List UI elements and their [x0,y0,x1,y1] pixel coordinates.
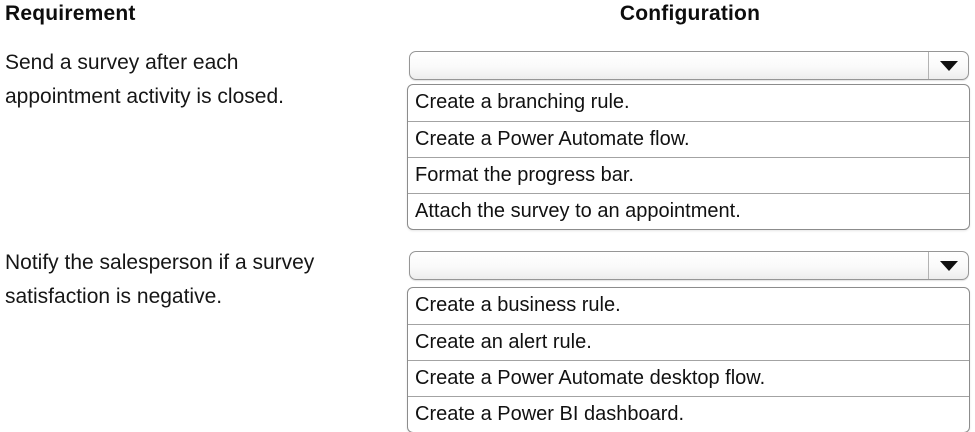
dropdown-2-option-power-automate-desktop-flow[interactable]: Create a Power Automate desktop flow. [408,360,969,396]
dropdown-2-option-alert-rule[interactable]: Create an alert rule. [408,324,969,360]
dropdown-2[interactable] [409,251,969,280]
dropdown-1[interactable] [409,51,969,80]
dropdown-2-arrow-button[interactable] [928,252,968,279]
dropdown-1-option-format-progress-bar[interactable]: Format the progress bar. [408,157,969,193]
requirement-text-notify-salesperson: Notify the salesperson if a survey satis… [5,251,315,308]
dropdown-2-options-list: Create a business rule. Create an alert … [407,287,970,432]
dropdown-1-option-branching-rule[interactable]: Create a branching rule. [415,91,630,113]
dropdown-1-selected-value [418,52,924,79]
dropdown-2-option-business-rule[interactable]: Create a business rule. [415,294,621,316]
requirement-text-survey-after-appointment: Send a survey after each appointment act… [5,51,284,108]
dropdown-1-options-list: Create a branching rule. Create a Power … [407,84,970,230]
dropdown-1-arrow-button[interactable] [928,52,968,79]
dropdown-1-option-attach-survey[interactable]: Attach the survey to an appointment. [408,193,969,229]
dropdown-2-option-power-bi-dashboard[interactable]: Create a Power BI dashboard. [408,396,969,432]
dropdown-1-option-power-automate-flow[interactable]: Create a Power Automate flow. [408,121,969,157]
configuration-column-header: Configuration [619,2,761,25]
requirement-column-header: Requirement [5,2,136,25]
chevron-down-icon [939,60,958,71]
dropdown-2-selected-value [418,252,924,279]
chevron-down-icon [939,260,958,271]
